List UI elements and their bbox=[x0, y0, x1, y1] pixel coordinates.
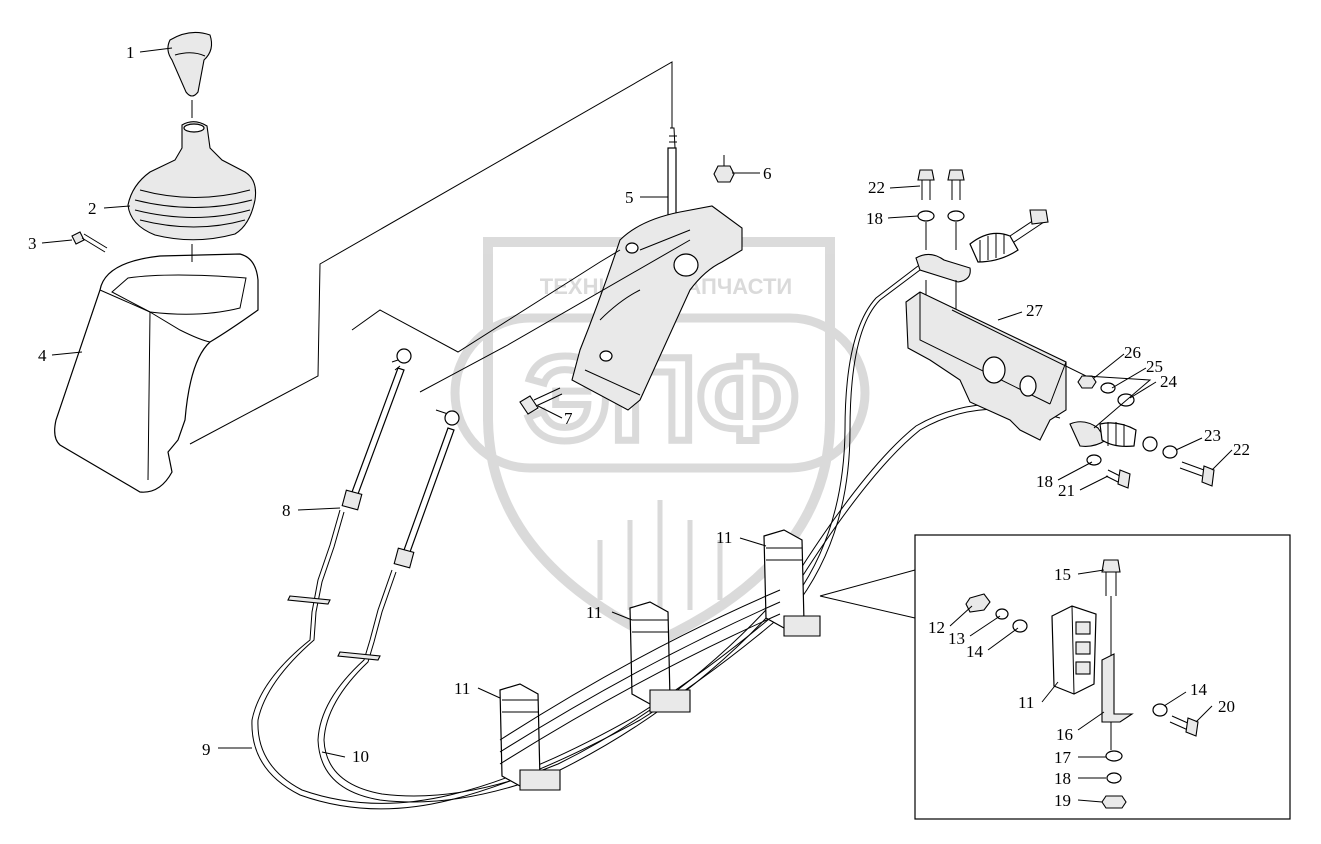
callout-11-middle: 11 bbox=[586, 603, 602, 622]
cable-10-upper-rod bbox=[393, 409, 460, 569]
callout-18-bottom: 18 bbox=[1036, 472, 1053, 491]
inset-washer-18 bbox=[1106, 772, 1122, 784]
cable-8-upper-rod bbox=[341, 348, 412, 511]
callout-19: 19 bbox=[1054, 791, 1071, 810]
callout-21: 21 bbox=[1058, 481, 1075, 500]
callout-9: 9 bbox=[202, 740, 211, 759]
callout-6: 6 bbox=[763, 164, 772, 183]
callout-labels: 1 2 3 4 5 6 7 8 9 10 11 11 11 11 12 13 1… bbox=[28, 43, 1250, 810]
cable-end-top bbox=[915, 209, 1049, 310]
console-cover bbox=[54, 253, 259, 493]
inset-bracket-16 bbox=[1101, 653, 1134, 723]
callout-5: 5 bbox=[625, 188, 634, 207]
callout-2: 2 bbox=[88, 199, 97, 218]
callout-13: 13 bbox=[948, 629, 965, 648]
callout-18-top: 18 bbox=[866, 209, 883, 228]
clamp-11-right bbox=[763, 529, 821, 637]
cable-bundle-sleeves bbox=[499, 589, 781, 765]
callout-4: 4 bbox=[38, 346, 47, 365]
callout-11-left: 11 bbox=[454, 679, 470, 698]
callout-3: 3 bbox=[28, 234, 37, 253]
inset-washer-17 bbox=[1105, 750, 1123, 762]
clamp-11-middle bbox=[629, 601, 691, 713]
shift-lever-rod bbox=[667, 127, 677, 221]
callout-7: 7 bbox=[564, 409, 573, 428]
callout-17: 17 bbox=[1054, 748, 1072, 767]
callout-12: 12 bbox=[928, 618, 945, 637]
callout-18-inset: 18 bbox=[1054, 769, 1071, 788]
callout-24: 24 bbox=[1160, 372, 1178, 391]
callout-20: 20 bbox=[1218, 697, 1235, 716]
callout-22-top: 22 bbox=[868, 178, 885, 197]
callout-1: 1 bbox=[126, 43, 135, 62]
callout-26: 26 bbox=[1124, 343, 1141, 362]
inset-washer-14-right bbox=[1152, 703, 1168, 717]
cable-9 bbox=[251, 265, 921, 810]
callout-16: 16 bbox=[1056, 725, 1073, 744]
callout-11-inset: 11 bbox=[1018, 693, 1034, 712]
clamp-11-left bbox=[499, 683, 561, 791]
inset-nut-19 bbox=[1101, 795, 1127, 809]
callout-14-right: 14 bbox=[1190, 680, 1208, 699]
callout-25: 25 bbox=[1146, 357, 1163, 376]
callout-15: 15 bbox=[1054, 565, 1071, 584]
callout-14-left: 14 bbox=[966, 642, 984, 661]
shift-knob bbox=[167, 31, 213, 97]
screw-3 bbox=[71, 231, 108, 253]
bolts-22-top bbox=[917, 169, 965, 250]
callout-23: 23 bbox=[1204, 426, 1221, 445]
shift-boot bbox=[127, 121, 257, 241]
shift-lever-bracket bbox=[571, 205, 743, 411]
inset-clamp-11 bbox=[1051, 605, 1097, 695]
watermark-wheat-icon bbox=[597, 500, 723, 620]
detail-callout-line bbox=[819, 569, 916, 619]
cable-10 bbox=[317, 403, 1063, 803]
inset-bolt-20 bbox=[1169, 715, 1199, 737]
callout-11-right: 11 bbox=[716, 528, 732, 547]
inset-nut-12 bbox=[965, 593, 991, 613]
bolt-7 bbox=[519, 387, 563, 415]
leader-lines bbox=[41, 47, 1233, 803]
callout-8: 8 bbox=[282, 501, 291, 520]
mounting-bracket-27 bbox=[905, 291, 1067, 441]
callout-27: 27 bbox=[1026, 301, 1044, 320]
callout-22-bottom: 22 bbox=[1233, 440, 1250, 459]
callout-10: 10 bbox=[352, 747, 369, 766]
cable-end-bottom bbox=[1069, 421, 1215, 489]
nut-6 bbox=[713, 155, 735, 183]
